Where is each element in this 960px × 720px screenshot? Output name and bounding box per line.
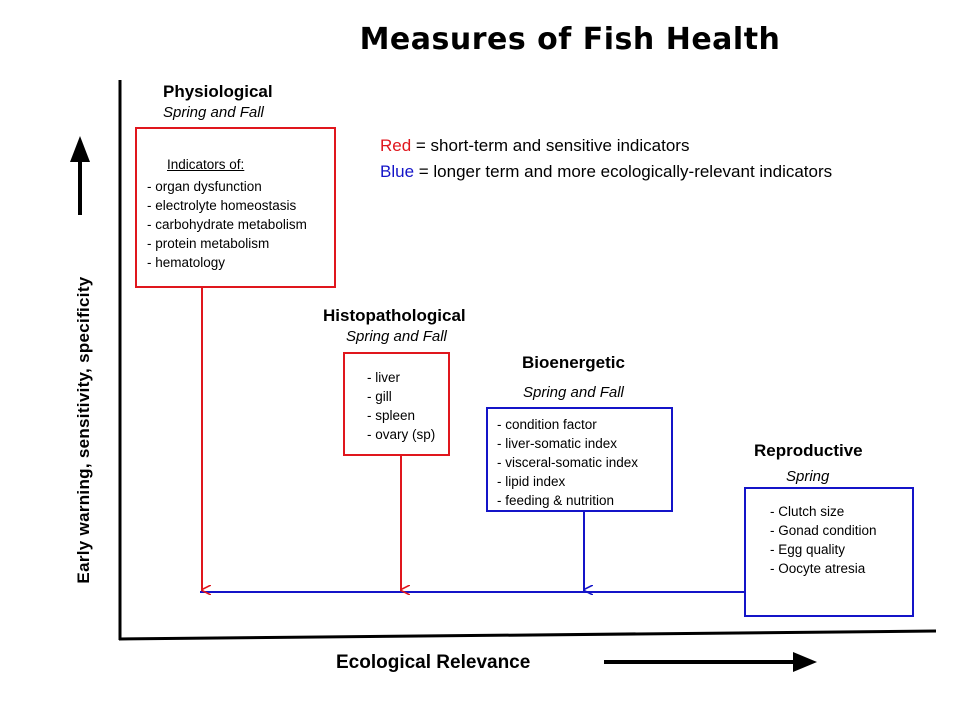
bioenergetic-box: - condition factor - liver-somatic index… xyxy=(486,407,673,512)
x-axis-line xyxy=(118,629,937,641)
list-item: - carbohydrate metabolism xyxy=(147,217,307,232)
list-item: - liver-somatic index xyxy=(497,436,618,451)
legend-blue-word: Blue xyxy=(380,162,415,181)
x-axis-label: Ecological Relevance xyxy=(336,652,531,673)
list-item: - spleen xyxy=(367,408,416,423)
list-item: - hematology xyxy=(147,255,226,270)
bioenergetic-title: Bioenergetic xyxy=(522,353,625,372)
reproductive-box: - Clutch size - Gonad condition - Egg qu… xyxy=(744,487,914,617)
reproductive-list: - Clutch size - Gonad condition - Egg qu… xyxy=(770,502,877,578)
legend-blue-text: = longer term and more ecologically-rele… xyxy=(414,162,833,181)
list-item: - Egg quality xyxy=(770,542,846,557)
reproductive-title: Reproductive xyxy=(754,441,863,460)
list-item: - electrolyte homeostasis xyxy=(147,198,297,213)
bioenergetic-list: - condition factor - liver-somatic index… xyxy=(497,415,638,510)
color-legend: Red = short-term and sensitive indicator… xyxy=(380,133,832,185)
page-title: Measures of Fish Health xyxy=(359,22,781,57)
physiological-box: Indicators of: - organ dysfunction - ele… xyxy=(135,127,336,288)
physiological-season: Spring and Fall xyxy=(163,104,264,121)
list-item: - visceral-somatic index xyxy=(497,455,639,470)
list-item: - liver xyxy=(367,370,400,385)
list-item: - feeding & nutrition xyxy=(497,493,615,508)
list-item: - organ dysfunction xyxy=(147,179,262,194)
y-direction-arrow xyxy=(70,136,90,215)
histopathological-title: Histopathological xyxy=(323,306,466,325)
histopathological-season: Spring and Fall xyxy=(346,328,447,345)
histopathological-box: - liver - gill - spleen - ovary (sp) xyxy=(343,352,450,456)
physiological-title: Physiological xyxy=(163,82,273,101)
physiological-list: - organ dysfunction - electrolyte homeos… xyxy=(147,177,307,272)
legend-red-text: = short-term and sensitive indicators xyxy=(411,136,690,155)
reproductive-season: Spring xyxy=(786,468,830,485)
list-item: - protein metabolism xyxy=(147,236,270,251)
list-item: - gill xyxy=(367,389,392,404)
physiological-heading: Indicators of: xyxy=(167,157,245,172)
list-item: - condition factor xyxy=(497,417,597,432)
list-item: - lipid index xyxy=(497,474,566,489)
y-axis-label: Early warning, sensitivity, specificity xyxy=(74,276,93,584)
list-item: - Clutch size xyxy=(770,504,845,519)
list-item: - Oocyte atresia xyxy=(770,561,866,576)
legend-red-row: Red = short-term and sensitive indicator… xyxy=(380,133,832,159)
legend-blue-row: Blue = longer term and more ecologically… xyxy=(380,159,832,185)
list-item: - ovary (sp) xyxy=(367,427,436,442)
x-direction-arrow xyxy=(604,652,817,672)
bioenergetic-season: Spring and Fall xyxy=(523,384,624,401)
list-item: - Gonad condition xyxy=(770,523,877,538)
legend-red-word: Red xyxy=(380,136,412,155)
histopathological-list: - liver - gill - spleen - ovary (sp) xyxy=(367,368,435,444)
